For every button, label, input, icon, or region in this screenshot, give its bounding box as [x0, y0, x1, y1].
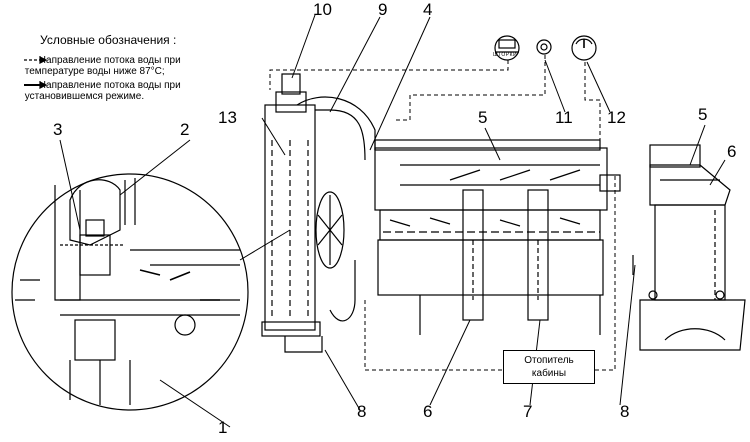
callout-2: 2 — [180, 120, 190, 139]
callout-8-section: 8 — [620, 402, 630, 421]
legend-solid-arrow — [24, 81, 48, 89]
callout-9: 9 — [378, 0, 388, 19]
callout-7: 7 — [523, 402, 533, 421]
callout-13: 13 — [218, 108, 237, 127]
callout-5-section: 5 — [698, 105, 708, 124]
legend-title: Условные обозначения : — [40, 33, 177, 47]
callout-10: 10 — [313, 0, 332, 19]
shutter-control-icon — [494, 35, 520, 61]
temperature-indicator-icon — [536, 39, 552, 55]
engine-cross-section — [632, 144, 746, 351]
callout-5-engine: 5 — [478, 108, 488, 127]
callout-6-section: 6 — [727, 142, 737, 161]
callout-4: 4 — [423, 0, 433, 19]
cabin-heater-box: Отопитель кабины — [503, 350, 595, 384]
callout-3: 3 — [53, 120, 63, 139]
radiator — [261, 73, 323, 353]
callout-11: 11 — [555, 108, 573, 127]
legend-dashed-arrow — [24, 56, 48, 64]
legend-item-steady: Направление потока воды при установившем… — [22, 80, 239, 102]
thermostat-detail — [11, 173, 249, 411]
lower-hose — [329, 260, 356, 322]
engine-block — [374, 139, 621, 335]
callout-8-radiator: 8 — [357, 402, 367, 421]
heater-line-2: кабины — [531, 368, 567, 379]
callout-6-engine: 6 — [423, 402, 433, 421]
heater-circuit — [269, 55, 616, 371]
legend-item-line: Направление потока воды при — [38, 80, 181, 91]
heater-line-1: Отопитель — [524, 355, 574, 366]
legend-item-line: установившемся режиме. — [24, 91, 145, 102]
upper-hose — [315, 109, 366, 161]
legend-item-line: Направление потока воды при — [38, 55, 181, 66]
shutter-label: ШТОРКИ — [493, 52, 518, 58]
fan — [315, 191, 345, 269]
callout-1: 1 — [218, 418, 228, 437]
vapor-tube — [296, 96, 376, 150]
legend-item-low-temp: Направление потока воды при температуре … — [22, 55, 239, 77]
temperature-gauge-icon — [571, 35, 597, 61]
callout-12: 12 — [607, 108, 626, 127]
legend-item-line: температуре воды ниже 87°С; — [24, 66, 165, 77]
